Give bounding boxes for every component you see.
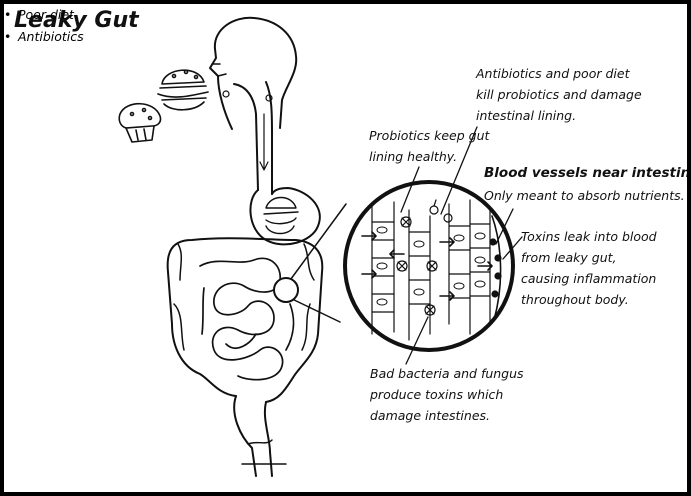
diagram-canvas: Leaky Gut Poor diet Antibiotics Antibiot… (4, 4, 687, 492)
toxins-note: Toxins leak into blood from leaky gut, c… (521, 226, 657, 310)
causes-list: Poor diet Antibiotics (4, 4, 687, 48)
blood-vessels-title: Blood vessels near intestines (484, 165, 687, 181)
muffin-food (118, 102, 162, 143)
probiotics-note-line: lining healthy. (369, 149, 458, 164)
small-intestine-coils (199, 257, 295, 381)
antibiotics-note-line: Antibiotics and poor diet (476, 66, 630, 81)
toxins-note-line: throughout body. (521, 292, 629, 307)
cause-item-antibiotics: Antibiotics (4, 26, 687, 48)
bacteria-note: Bad bacteria and fungus produce toxins w… (370, 363, 524, 426)
probiotics-note-line: Probiotics keep gut (369, 128, 490, 143)
blood-vessels-subtitle: Only meant to absorb nutrients. (484, 188, 685, 203)
toxins-note-line: causing inflammation (521, 271, 657, 286)
blood-vessel-wall (489, 215, 502, 321)
esophagus-flow-arrows (259, 113, 269, 171)
food-in-stomach (263, 196, 299, 235)
magnified-intestine-view (343, 180, 515, 352)
toxins-note-line: from leaky gut, (521, 250, 617, 265)
toxins-note-line: Toxins leak into blood (521, 229, 657, 244)
stomach (249, 187, 321, 246)
antibiotics-note-line: kill probiotics and damage (476, 87, 642, 102)
bacteria-note-line: Bad bacteria and fungus (370, 366, 524, 381)
esophagus (233, 81, 273, 195)
diagram-artwork (118, 16, 523, 477)
antibiotics-note: Antibiotics and poor diet kill probiotic… (476, 63, 642, 126)
bacteria-note-line: damage intestines. (370, 408, 491, 423)
probiotics-note: Probiotics keep gut lining healthy. (369, 125, 489, 167)
rectum (233, 395, 273, 477)
antibiotics-note-line: intestinal lining. (476, 108, 577, 123)
cause-item-poor-diet: Poor diet (4, 4, 687, 26)
large-intestine (166, 237, 324, 403)
hamburger-food (157, 69, 209, 111)
zoom-origin-circle (273, 277, 299, 303)
mouth-lip (211, 63, 227, 77)
bacteria-note-line: produce toxins which (370, 387, 504, 402)
